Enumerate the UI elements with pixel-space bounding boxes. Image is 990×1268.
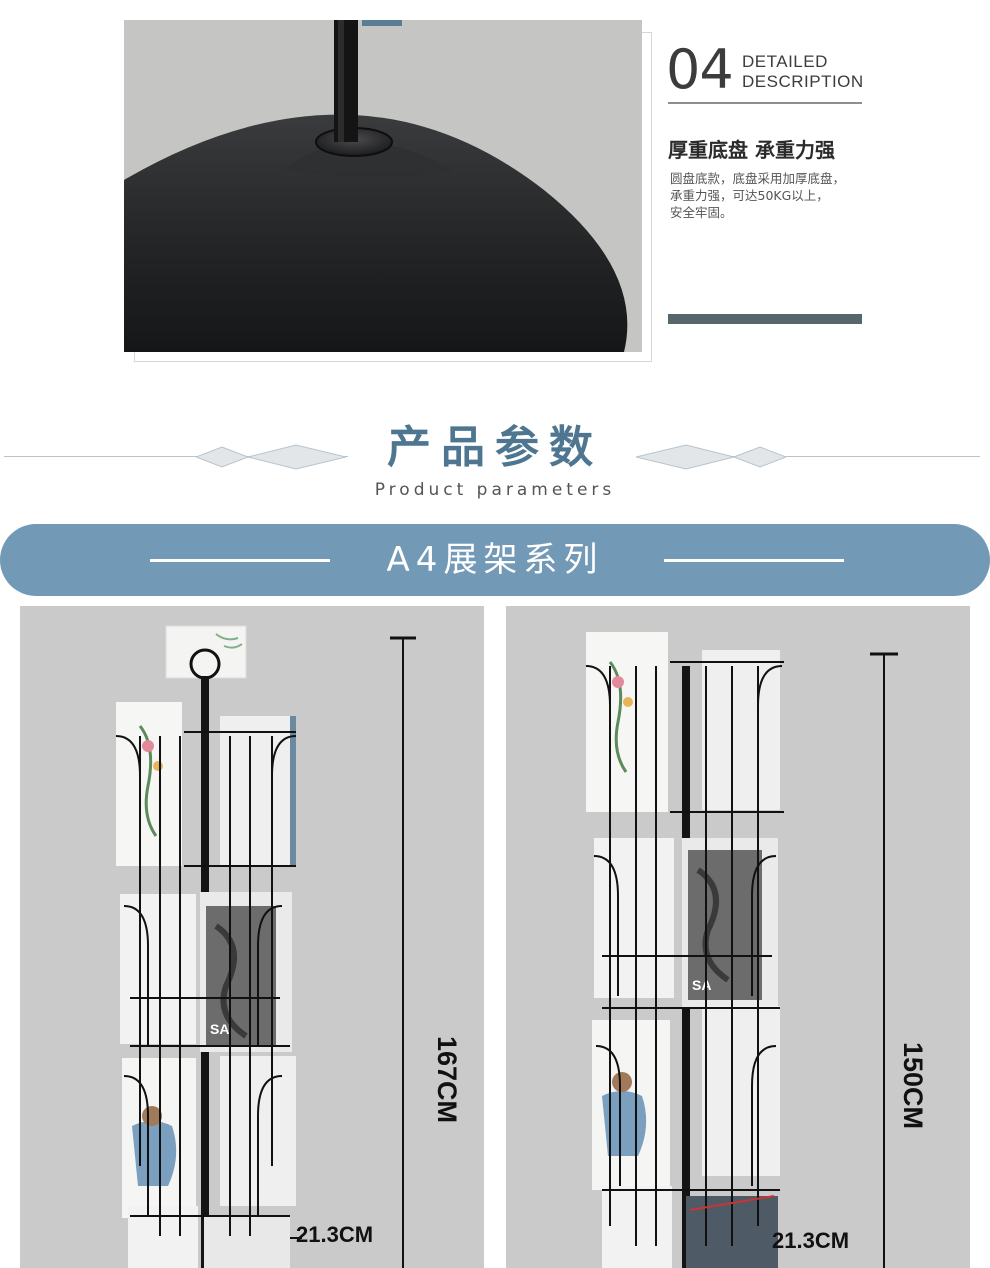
svg-text:SA: SA [692,977,711,993]
svg-text:SA: SA [210,1021,229,1037]
diamond-divider-icon [636,444,786,470]
display-rack-illustration: SA [115,625,416,1268]
product-card-tall: SA 167CM 21.3CM [20,606,484,1268]
feature-heading: 厚重底盘 承重力强 [668,138,835,162]
width-dimension-label: 21.3CM [296,1222,374,1247]
display-rack-illustration: SA [585,632,898,1268]
height-dimension-label: 167CM [432,1036,462,1124]
feature-description-line2: 承重力强，可达50KG以上， [670,188,829,203]
width-dimension-label: 21.3CM [772,1228,850,1253]
diamond-divider-icon [196,444,346,470]
height-dimension-label: 150CM [898,1042,928,1130]
base-photo [124,20,642,352]
heading-line-right [640,456,980,457]
series-label: A4展架系列 [386,540,604,580]
banner-line-left [150,559,330,562]
heading-line-left [4,456,348,457]
section-title-line1: DETAILED [742,52,828,71]
section-number: 04 [666,38,734,101]
params-title: 产品参数 [387,422,603,473]
params-subtitle: Product parameters [374,480,616,500]
section-rule [668,102,862,104]
accent-bar [668,314,862,324]
round-base-illustration [124,20,642,352]
section-title-line2: DESCRIPTION [742,72,864,91]
feature-description-line3: 安全牢固。 [670,205,733,220]
feature-description-line1: 圆盘底款，底盘采用加厚底盘， [670,171,846,186]
section-title: DETAILED DESCRIPTION [742,52,902,92]
banner-line-right [664,559,844,562]
product-card-short: SA 150CM 21.3CM [506,606,970,1268]
feature-description: 圆盘底款，底盘采用加厚底盘， 承重力强，可达50KG以上， 安全牢固。 [670,170,900,221]
series-banner: A4展架系列 [0,524,990,596]
